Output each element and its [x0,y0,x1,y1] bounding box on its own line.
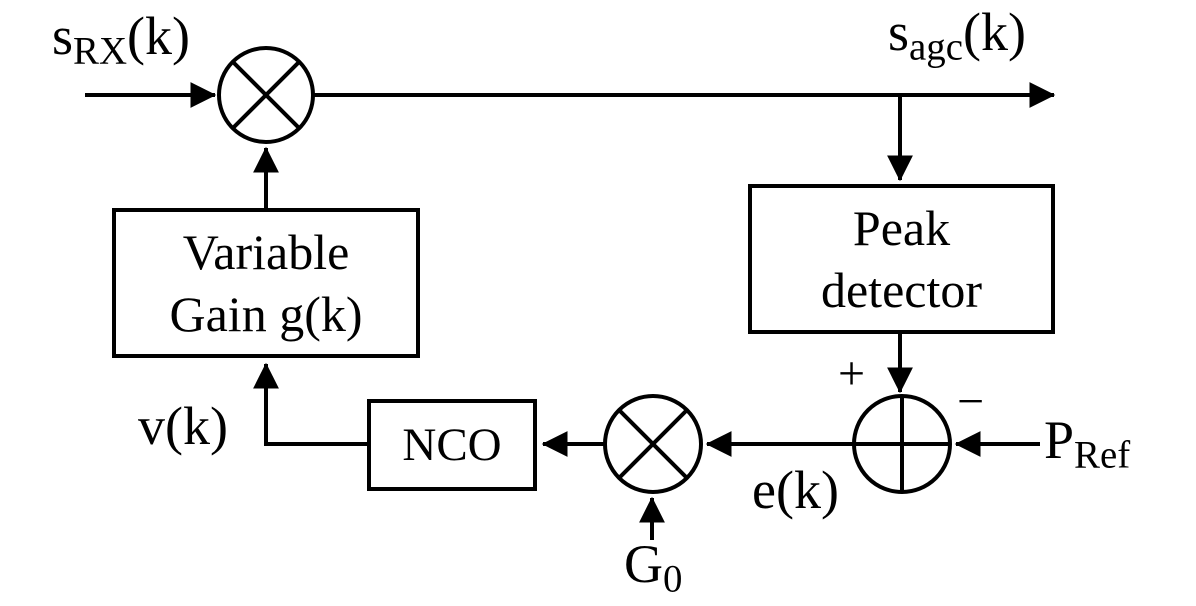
block-variable-gain: Variable Gain g(k) [112,208,420,358]
summer-symbol [852,394,952,494]
block-nco: NCO [367,399,537,491]
label-p-ref: PRef [1044,410,1131,477]
wire-nco-to-variable-gain [253,362,367,446]
multiplier-top-symbol [217,46,315,144]
peak-detector-label-line2: detector [820,262,982,318]
summer-plus-sign: + [838,347,866,400]
variable-gain-label-line1: Variable [182,224,350,280]
label-g0: G0 [624,534,683,601]
block-peak-detector: Peak detector [748,184,1055,334]
nco-label: NCO [402,419,502,471]
peak-detector-label-line1: Peak [852,200,951,256]
variable-gain-label-line2: Gain g(k) [169,286,363,342]
summer-minus-sign: − [957,375,985,428]
label-v-k: v(k) [138,396,228,456]
multiplier-loop-symbol [603,394,703,494]
label-e-k: e(k) [752,460,839,520]
label-s-agc: sagc(k) [888,2,1026,69]
label-s-rx: sRX(k) [52,6,190,73]
